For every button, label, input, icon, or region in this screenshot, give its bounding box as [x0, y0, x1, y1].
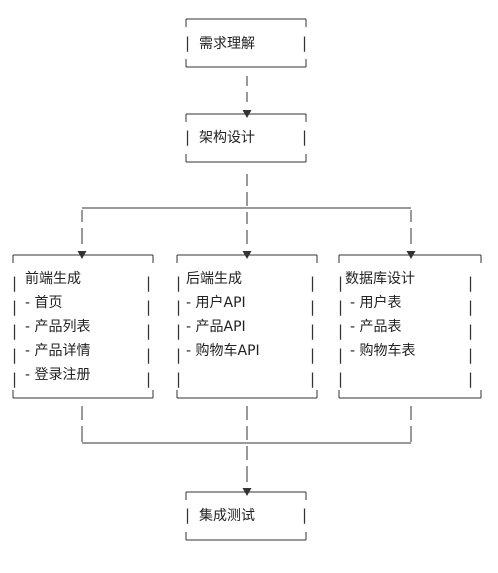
box-side-left: ||||| [336, 274, 346, 388]
arrowhead-integration [242, 488, 252, 496]
box-side-left: ||||| [174, 274, 184, 388]
box-side-right: ||||| [144, 274, 154, 388]
box-side-left: | [183, 128, 193, 146]
edge-architecture-split [81, 174, 412, 244]
node-title-architecture: 架构设计 [199, 130, 255, 146]
list-item: - 产品详情 [25, 343, 91, 359]
list-item: - 产品列表 [25, 319, 91, 335]
edge-merge-integration [81, 406, 412, 482]
list-item: - 购物车API [186, 343, 260, 359]
list-item: - 用户表 [350, 295, 402, 311]
box-side-left: | [183, 34, 193, 52]
node-title-frontend: 前端生成 [25, 271, 81, 287]
node-title-integration: 集成测试 [199, 508, 255, 524]
node-title-database: 数据库设计 [345, 271, 415, 287]
box-side-left: ||||| [10, 274, 20, 388]
box-side-right: | [300, 34, 310, 52]
list-item: - 用户API [186, 295, 246, 311]
box-side-right: | [300, 128, 310, 146]
box-side-left: | [183, 506, 193, 524]
node-title-requirements: 需求理解 [199, 36, 255, 52]
arrowhead-architecture [242, 110, 252, 118]
list-item: - 产品API [186, 319, 246, 335]
list-item: - 首页 [25, 295, 63, 311]
list-item: - 产品表 [350, 319, 402, 335]
box-side-right: ||||| [308, 274, 318, 388]
box-side-right: | [300, 506, 310, 524]
node-box-requirements [185, 18, 307, 68]
box-side-right: ||||| [466, 274, 476, 388]
list-item: - 购物车表 [350, 343, 416, 359]
arrowhead-database [406, 251, 416, 259]
arrowhead-frontend [77, 251, 87, 259]
node-title-backend: 后端生成 [186, 271, 242, 287]
arrowhead-backend [242, 251, 252, 259]
list-item: - 登录注册 [25, 367, 91, 383]
